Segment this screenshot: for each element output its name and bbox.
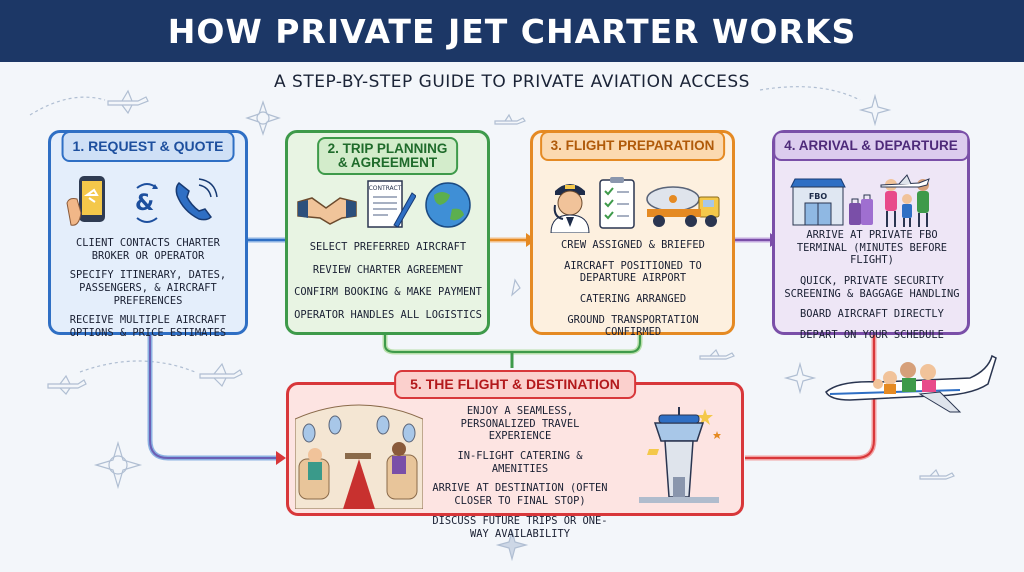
plane-sketch-icon bbox=[919, 468, 955, 480]
step-3-list: CREW ASSIGNED & BRIEFED AIRCRAFT POSITIO… bbox=[539, 239, 727, 346]
list-item: IN-FLIGHT CATERING & AMENITIES bbox=[457, 450, 583, 475]
list-item: CONFIRM BOOKING & MAKE PAYMENT bbox=[294, 286, 482, 299]
plane-sketch-icon bbox=[494, 113, 526, 125]
step-5-card: 5. THE FLIGHT & DESTINATION ENJOY A SEAM… bbox=[286, 370, 744, 540]
step-4-title: 4. ARRIVAL & DEPARTURE bbox=[773, 131, 969, 162]
fbo-terminal-icon: FBO bbox=[790, 178, 846, 226]
plane-sketch-icon bbox=[199, 362, 243, 388]
compass-rose-icon bbox=[858, 93, 892, 127]
telephone-icon bbox=[175, 178, 218, 221]
fuel-truck-icon bbox=[646, 186, 720, 227]
fbo-label: FBO bbox=[809, 192, 828, 201]
list-item: RECEIVE MULTIPLE AIRCRAFT OPTIONS & PRIC… bbox=[69, 314, 227, 340]
compass-rose-icon bbox=[93, 440, 143, 490]
list-item: CLIENT CONTACTS CHARTER BROKER OR OPERAT… bbox=[76, 237, 220, 262]
control-tower-icon bbox=[639, 407, 721, 503]
page-title: HOW PRIVATE JET CHARTER WORKS bbox=[167, 11, 857, 51]
page-subtitle: A STEP-BY-STEP GUIDE TO PRIVATE AVIATION… bbox=[274, 72, 750, 92]
list-item: GROUND TRANSPORTATION CONFIRMED bbox=[567, 313, 699, 339]
list-item: DISCUSS FUTURE TRIPS OR ONE-WAY AVAILABI… bbox=[432, 514, 608, 540]
step-4-card: 4. ARRIVAL & DEPARTURE FBO ARRIVE AT PRI… bbox=[772, 130, 970, 341]
cycle-arrows-icon bbox=[136, 183, 158, 223]
list-item: BOARD AIRCRAFT DIRECTLY bbox=[800, 308, 944, 321]
phone-app-icon bbox=[66, 176, 105, 226]
luggage-icon bbox=[849, 194, 873, 225]
list-item: CATERING ARRANGED bbox=[579, 293, 687, 306]
compass-rose-icon bbox=[783, 361, 817, 395]
step-2-card: 2. TRIP PLANNING & AGREEMENT CONTRACT SE… bbox=[285, 130, 490, 335]
list-item: ARRIVE AT DESTINATION (OFTEN CLOSER TO F… bbox=[432, 482, 608, 508]
jet-with-family-illustration bbox=[825, 354, 997, 413]
handshake-icon bbox=[297, 197, 357, 225]
pilot-icon bbox=[550, 184, 590, 233]
list-item: ENJOY A SEAMLESS, PERSONALIZED TRAVEL EX… bbox=[460, 405, 580, 443]
list-item: ARRIVE AT PRIVATE FBO TERMINAL (MINUTES … bbox=[796, 229, 948, 267]
step-2-list: SELECT PREFERRED AIRCRAFT REVIEW CHARTER… bbox=[294, 241, 482, 329]
list-item: AIRCRAFT POSITIONED TO DEPARTURE AIRPORT bbox=[564, 259, 702, 285]
step-2-title-line1: 2. TRIP PLANNING bbox=[327, 141, 448, 156]
compass-rose-icon bbox=[495, 528, 529, 562]
jet-cabin-icon bbox=[295, 404, 423, 509]
step-5-title: 5. THE FLIGHT & DESTINATION bbox=[394, 370, 636, 399]
step-5-list: ENJOY A SEAMLESS, PERSONALIZED TRAVEL EX… bbox=[427, 405, 613, 547]
list-item: SPECIFY ITINERARY, DATES, PASSENGERS, & … bbox=[69, 269, 227, 307]
globe-icon bbox=[425, 182, 471, 228]
step-4-list: ARRIVE AT PRIVATE FBO TERMINAL (MINUTES … bbox=[779, 229, 965, 349]
compass-rose-icon bbox=[245, 100, 281, 136]
list-item: DEPART ON YOUR SCHEDULE bbox=[800, 329, 944, 342]
step-1-card: 1. REQUEST & QUOTE & CLIENT CONTACTS CHA… bbox=[48, 130, 248, 339]
contract-label: CONTRACT bbox=[369, 185, 402, 192]
plane-sketch-icon bbox=[47, 374, 87, 395]
step-3-title: 3. FLIGHT PREPARATION bbox=[539, 131, 726, 162]
list-item: OPERATOR HANDLES ALL LOGISTICS bbox=[294, 309, 482, 322]
list-item: CREW ASSIGNED & BRIEFED bbox=[561, 239, 705, 251]
ampersand-icon: & bbox=[135, 191, 155, 216]
plane-sketch-icon bbox=[107, 89, 149, 115]
contract-icon: CONTRACT bbox=[367, 180, 416, 228]
step-2-title-line2: & AGREEMENT bbox=[337, 155, 438, 171]
step-3-card: 3. FLIGHT PREPARATION CREW ASSIGNED & BR… bbox=[530, 130, 735, 338]
list-item: REVIEW CHARTER AGREEMENT bbox=[312, 263, 464, 276]
list-item: SELECT PREFERRED AIRCRAFT bbox=[309, 241, 467, 253]
list-item: QUICK, PRIVATE SECURITY SCREENING & BAGG… bbox=[784, 275, 960, 300]
step-1-list: CLIENT CONTACTS CHARTER BROKER OR OPERAT… bbox=[57, 237, 239, 347]
checklist-icon bbox=[599, 177, 635, 229]
step-2-title: 2. TRIP PLANNING & AGREEMENT bbox=[316, 137, 459, 176]
header-bar: HOW PRIVATE JET CHARTER WORKS bbox=[0, 0, 1024, 62]
plane-sketch-icon bbox=[699, 348, 735, 360]
jet-icon bbox=[880, 174, 930, 188]
step-1-title: 1. REQUEST & QUOTE bbox=[61, 131, 235, 162]
family-icon bbox=[885, 179, 929, 227]
